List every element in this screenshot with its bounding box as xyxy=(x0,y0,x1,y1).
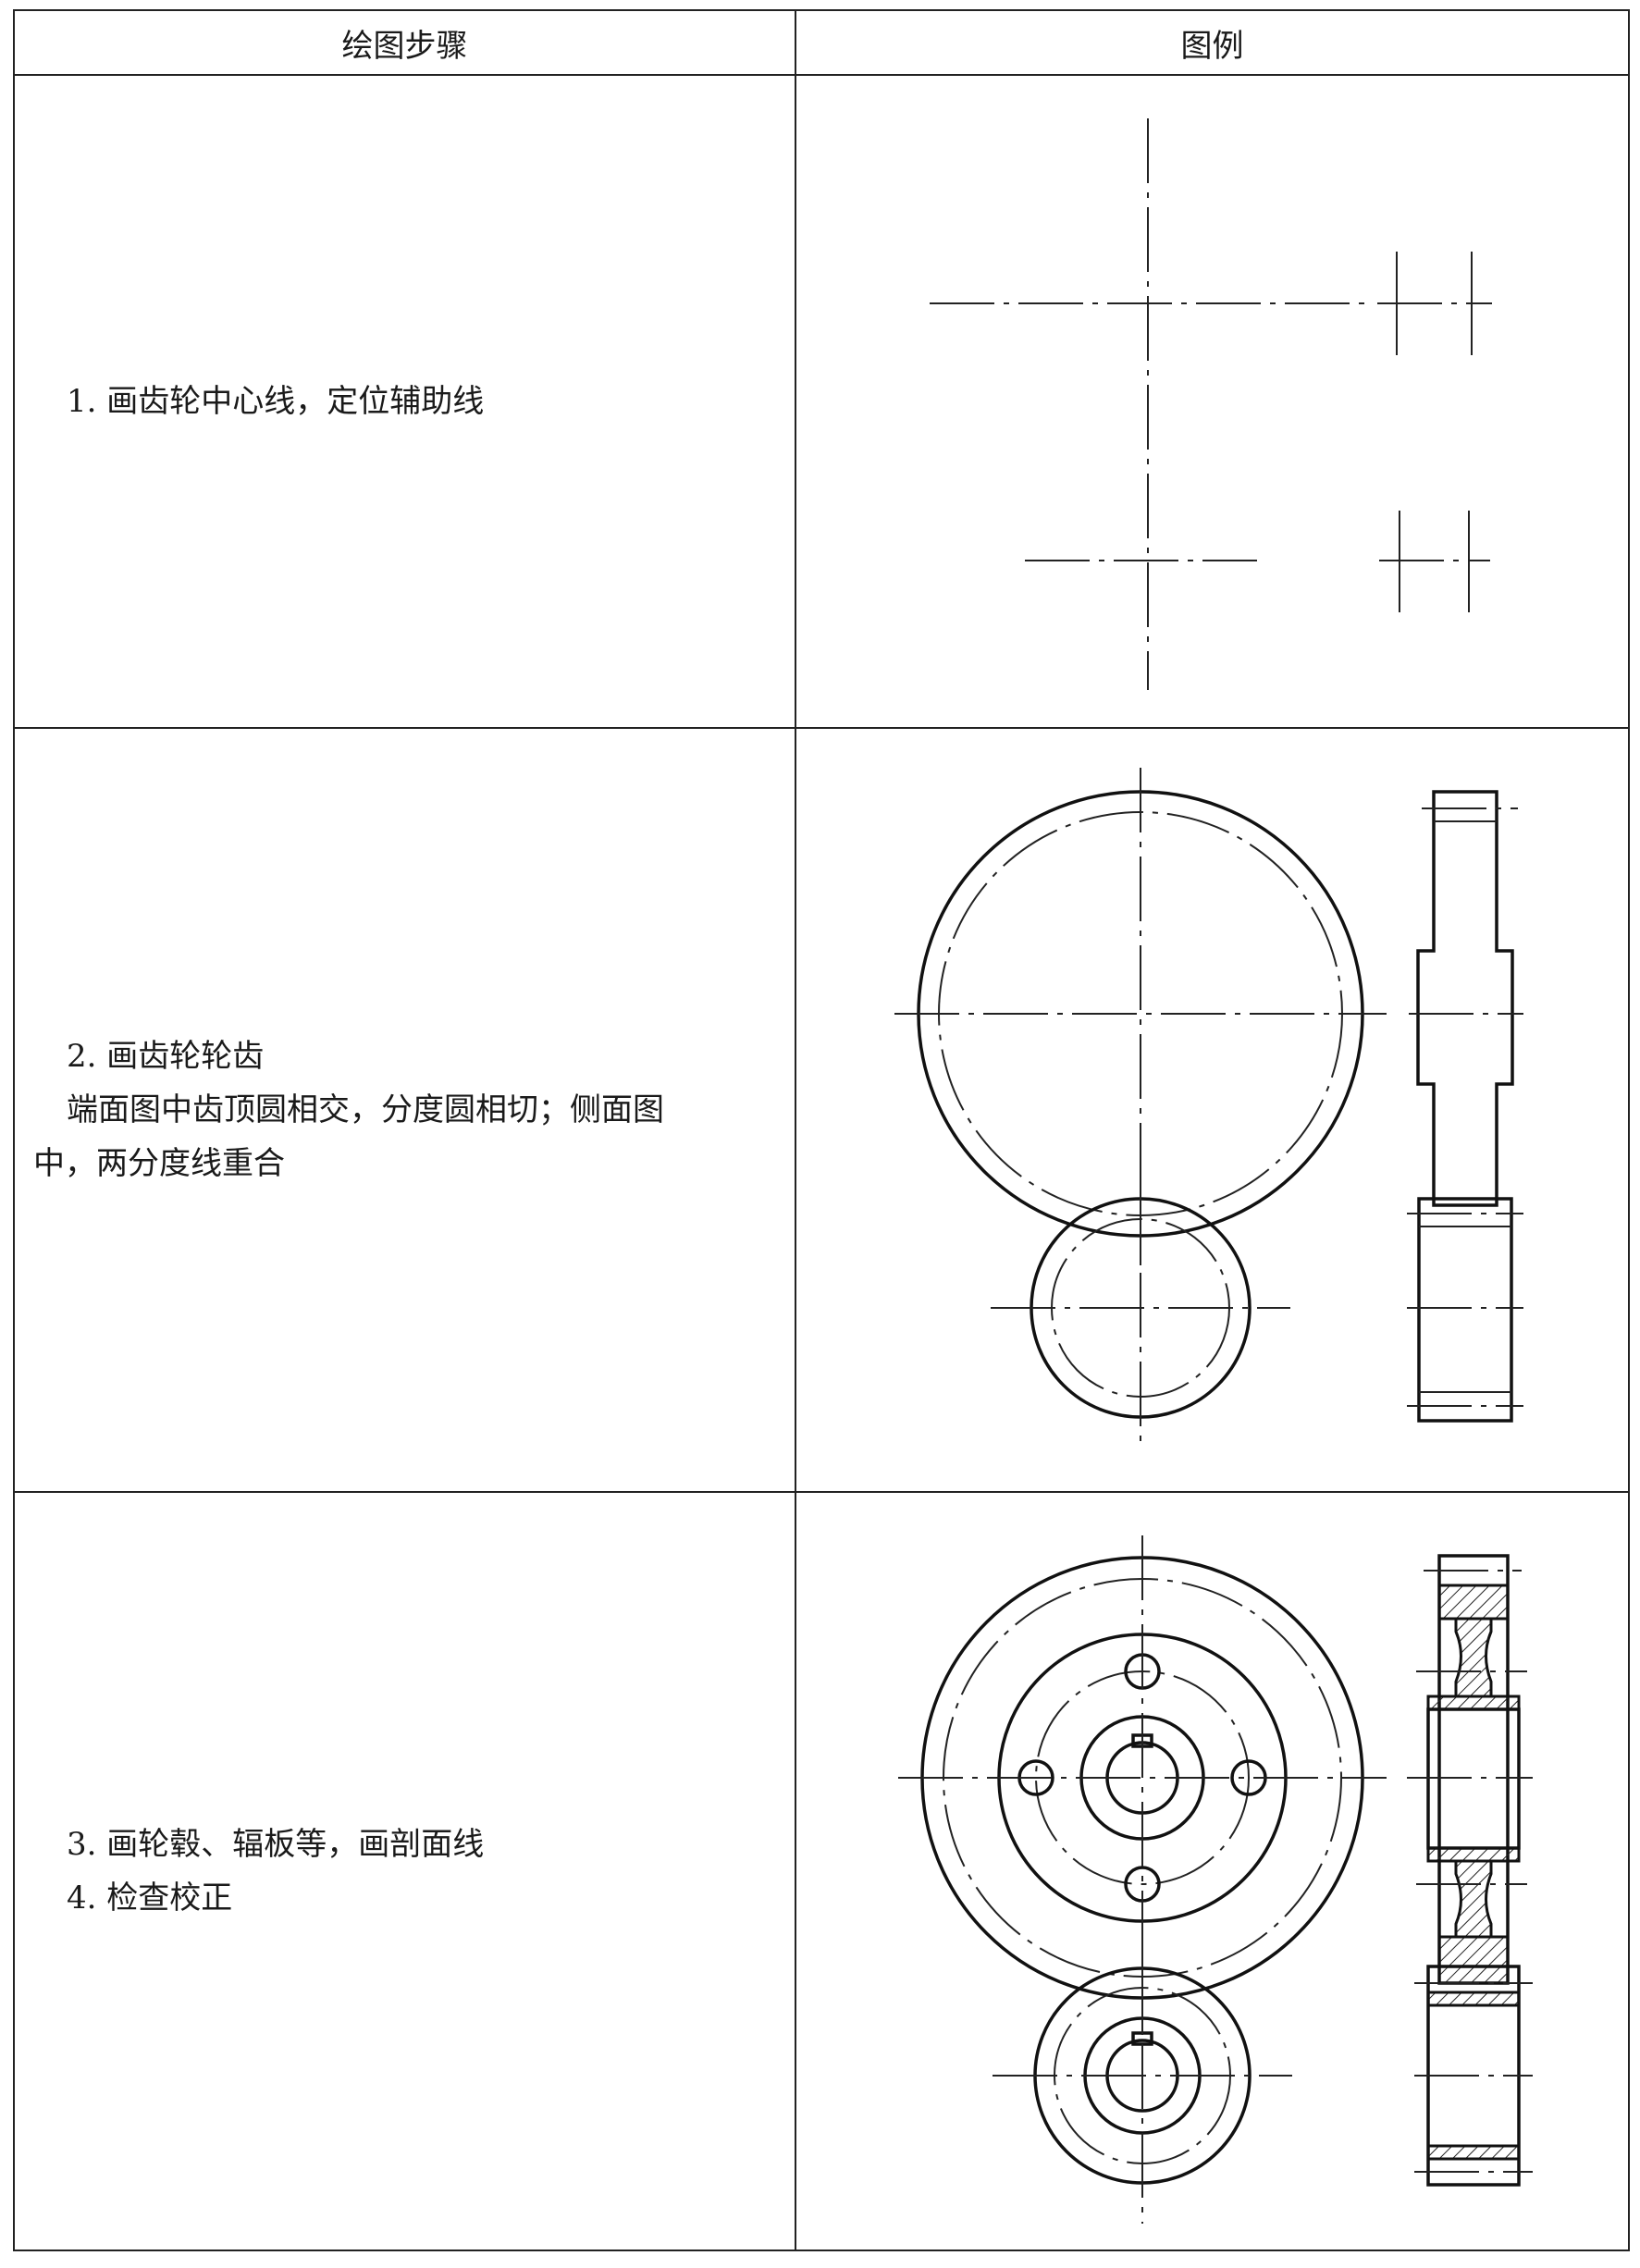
step-2-line-1: 2. 画齿轮轮齿 xyxy=(67,1038,265,1075)
step-text-cell-2: 2. 画齿轮轮齿 端面图中齿顶圆相交，分度圆相切；侧面图 中，两分度线重合 xyxy=(13,727,796,1493)
step-2-line-3: 中，两分度线重合 xyxy=(33,1145,285,1182)
step-1-line-1: 1. 画齿轮中心线，定位辅助线 xyxy=(67,383,485,420)
figure-cell-2 xyxy=(795,727,1630,1493)
header-steps: 绘图步骤 xyxy=(13,9,796,76)
side-view-hub-section-top xyxy=(1426,1695,1521,1711)
side-view-rim-section-bottom xyxy=(1437,1935,1510,1985)
figure-cell-3 xyxy=(795,1491,1630,2251)
side-view-rim-section-top xyxy=(1437,1584,1510,1621)
step-text-cell-1: 1. 画齿轮中心线，定位辅助线 xyxy=(13,74,796,729)
gear-drawing-steps-table: 绘图步骤 图例 1. 画齿轮中心线，定位辅助线 xyxy=(13,9,1630,2251)
side-view-large-gear-profile xyxy=(1416,790,1514,1207)
step-text-cell-3: 3. 画轮毂、辐板等，画剖面线 4. 检查校正 xyxy=(13,1491,796,2251)
completed-gears-drawing xyxy=(898,1535,1533,2224)
side-view-small-gear-profile xyxy=(1417,1197,1513,1423)
side-view-small-section-bottom xyxy=(1426,2144,1521,2161)
side-view-web-section-bottom xyxy=(1454,1859,1493,1939)
header-example: 图例 xyxy=(795,9,1630,76)
step-row-2: 2. 画齿轮轮齿 端面图中齿顶圆相交，分度圆相切；侧面图 中，两分度线重合 xyxy=(13,727,1630,1493)
gear-teeth-drawing xyxy=(894,768,1523,1450)
header-row: 绘图步骤 图例 xyxy=(13,9,1630,76)
step-row-3: 3. 画轮毂、辐板等，画剖面线 4. 检查校正 xyxy=(13,1491,1630,2251)
side-view-hub-section-bottom xyxy=(1426,1846,1521,1863)
step-row-1: 1. 画齿轮中心线，定位辅助线 xyxy=(13,74,1630,729)
side-view-small-section-top xyxy=(1426,1991,1521,2007)
step-4-line-1: 4. 检查校正 xyxy=(67,1880,233,1917)
figure-cell-1 xyxy=(795,74,1630,729)
side-view-web-section-top xyxy=(1454,1617,1493,1698)
step-2-line-2: 端面图中齿顶圆相交，分度圆相切；侧面图 xyxy=(67,1091,664,1128)
centerlines-drawing xyxy=(930,118,1492,690)
step-3-line-1: 3. 画轮毂、辐板等，画剖面线 xyxy=(67,1826,485,1863)
